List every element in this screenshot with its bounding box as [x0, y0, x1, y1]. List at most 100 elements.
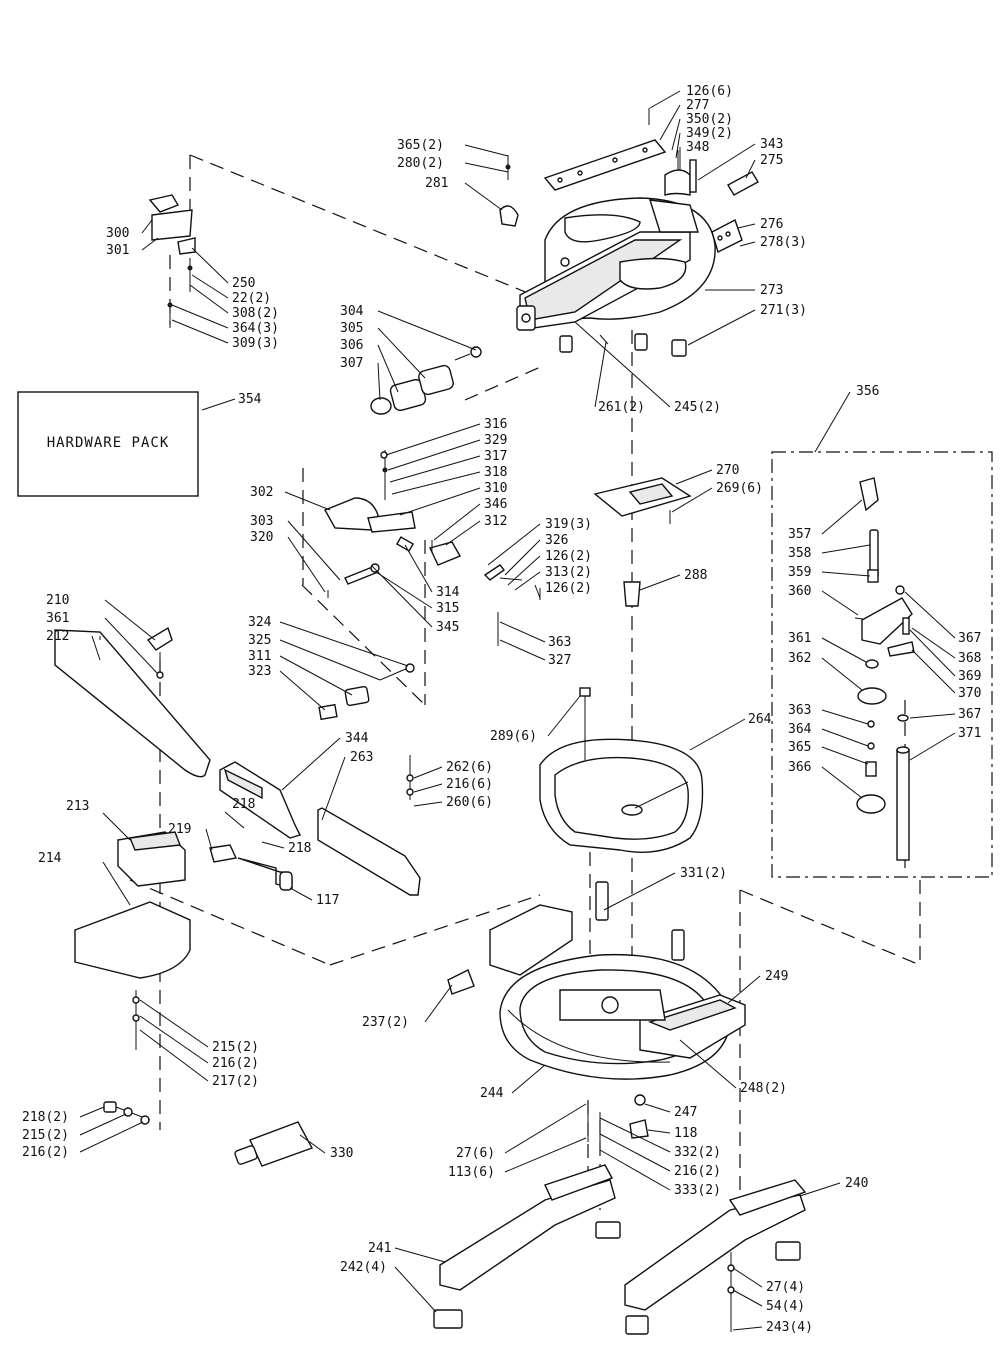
callout-label: 344: [345, 731, 369, 746]
callout-label: 243(4): [766, 1320, 813, 1335]
callout-label: 324: [248, 615, 272, 630]
leg-240: [624, 1179, 807, 1335]
linkage-302: [324, 450, 541, 646]
pins-331: [595, 881, 685, 961]
callout-label: 216(2): [212, 1056, 259, 1071]
throat-plate-264: [539, 687, 704, 853]
callout-label: 307: [340, 356, 363, 371]
callout-label: 311: [248, 649, 271, 664]
callout-label: 329: [484, 433, 507, 448]
callout-label: 219: [168, 822, 191, 837]
base-244: [447, 904, 746, 1152]
callout-label: 247: [674, 1105, 697, 1120]
miter-scale: [507, 1009, 671, 1063]
callout-label: 260(6): [446, 795, 493, 810]
callout-label: 218: [232, 797, 255, 812]
callout-label: 365: [788, 740, 811, 755]
callout-label: 273: [760, 283, 783, 298]
plate-270: [593, 477, 692, 607]
callout-label-354: 354: [238, 392, 262, 407]
callout-label: 370: [958, 686, 981, 701]
small-parts-top: [499, 108, 759, 253]
callout-label: 240: [845, 1176, 868, 1191]
callout-label: 302: [250, 485, 273, 500]
callout-label: 213: [66, 799, 89, 814]
top-plate-277: [543, 139, 667, 191]
callout-label: 118: [674, 1126, 697, 1141]
callout-label: 310: [484, 481, 507, 496]
callout-label: 360: [788, 584, 811, 599]
callout-label: 126(6): [686, 84, 733, 99]
callout-label: 348: [686, 140, 709, 155]
callout-label: 216(2): [22, 1145, 69, 1160]
callout-label: 327: [548, 653, 571, 668]
callout-label: 248(2): [740, 1081, 787, 1096]
callout-label: 368: [958, 651, 981, 666]
callout-label: 126(2): [545, 549, 592, 564]
callout-label: 113(6): [448, 1165, 495, 1180]
callout-label: 215(2): [22, 1128, 69, 1143]
callout-label: 117: [316, 893, 339, 908]
callout-label: 22(2): [232, 291, 271, 306]
callout-label-356: 356: [856, 384, 879, 399]
callout-label: 367: [958, 707, 981, 722]
callout-label: 317: [484, 449, 507, 464]
callout-label: 300: [106, 226, 129, 241]
callout-label: 275: [760, 153, 783, 168]
callout-label: 270: [716, 463, 739, 478]
callout-label: 305: [340, 321, 363, 336]
callout-label: 277: [686, 98, 709, 113]
callout-label: 309(3): [232, 336, 279, 351]
callout-label: 363: [548, 635, 571, 650]
callout-label: 244: [480, 1086, 504, 1101]
callout-label: 331(2): [680, 866, 727, 881]
callout-label: 323: [248, 664, 271, 679]
callout-label: 280(2): [397, 156, 444, 171]
callout-label: 288: [684, 568, 707, 583]
knob-304-307: [370, 334, 609, 415]
callout-label: 364: [788, 722, 812, 737]
callout-label: 350(2): [686, 112, 733, 127]
callout-label: 346: [484, 497, 507, 512]
callout-label: 325: [248, 633, 271, 648]
callout-label: 218: [288, 841, 311, 856]
callout-label: 364(3): [232, 321, 279, 336]
callout-label: 262(6): [446, 760, 493, 775]
callout-label: 362: [788, 651, 811, 666]
callout-label: 363: [788, 703, 811, 718]
callout-label: 314: [436, 585, 460, 600]
callout-label: 361: [46, 611, 69, 626]
callout-label: 320: [250, 530, 273, 545]
arm-housing-273: [516, 197, 716, 357]
callout-label: 330: [330, 1146, 353, 1161]
callout-label: 303: [250, 514, 273, 529]
callout-label: 281: [425, 176, 448, 191]
callout-label: 369: [958, 669, 981, 684]
callout-labels: 126(6) 277 350(2) 349(2) 348 343 275 365…: [22, 84, 981, 1335]
bracket-300-301: [148, 194, 196, 328]
callout-label: 308(2): [232, 306, 279, 321]
callout-label: 27(4): [766, 1280, 805, 1295]
callout-label: 316: [484, 417, 507, 432]
callout-label: 313(2): [545, 565, 592, 580]
callout-label: 261(2): [598, 400, 645, 415]
hardware-pack-label: HARDWARE PACK: [47, 435, 170, 451]
callout-label: 349(2): [686, 126, 733, 141]
callout-label: 361: [788, 631, 811, 646]
callout-label: 358: [788, 546, 811, 561]
callout-label: 333(2): [674, 1183, 721, 1198]
callout-label: 306: [340, 338, 363, 353]
callout-label: 269(6): [716, 481, 763, 496]
leader-lines: [79, 90, 956, 1331]
callout-label: 271(3): [760, 303, 807, 318]
clamp-323: [318, 663, 415, 721]
callout-label: 319(3): [545, 517, 592, 532]
callout-label: 367: [958, 631, 981, 646]
callout-label: 359: [788, 565, 811, 580]
callout-label: 304: [340, 304, 364, 319]
fence-212: [54, 626, 211, 778]
callout-label: 345: [436, 620, 459, 635]
callout-label: 126(2): [545, 581, 592, 596]
callout-label: 315: [436, 601, 459, 616]
fence-263: [317, 755, 421, 896]
